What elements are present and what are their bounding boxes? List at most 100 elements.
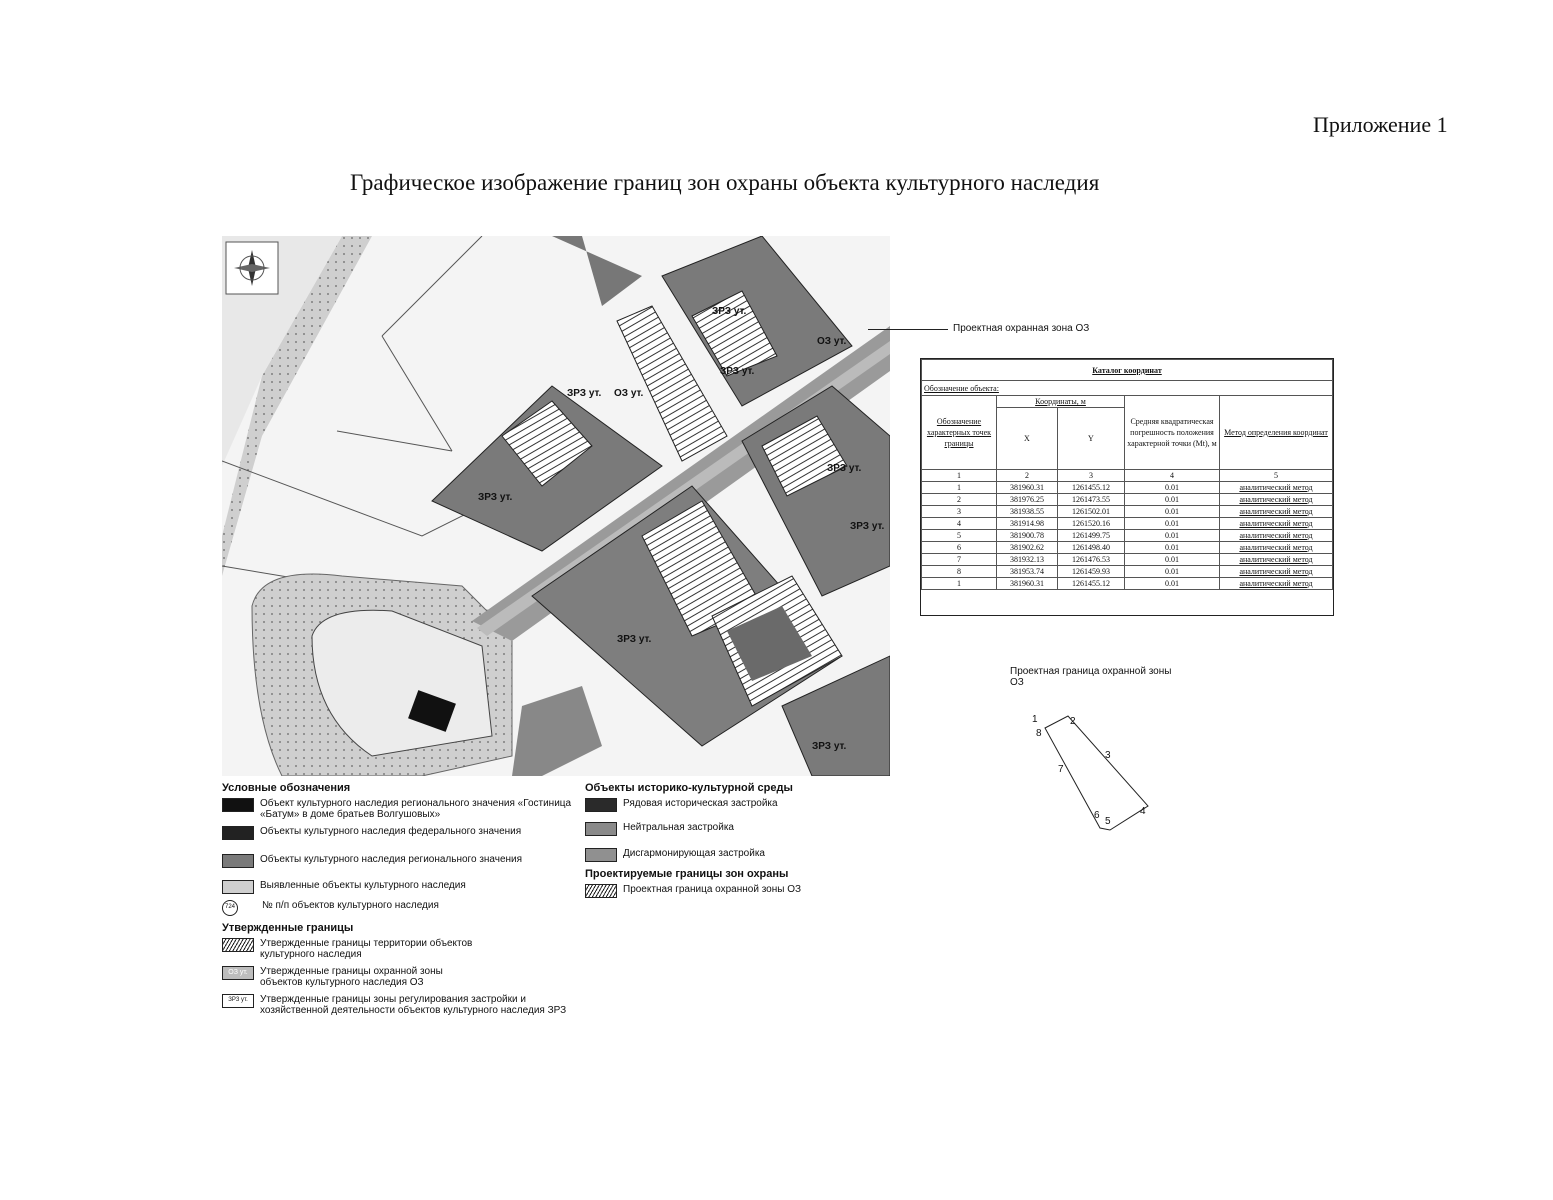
point-label: 1 [1032,714,1038,725]
point-label: 5 [1105,816,1111,827]
catalog-cell-y: 1261499.75 [1056,529,1126,542]
swatch-territory [222,938,254,952]
catalog-cell-x: 381953.74 [996,565,1058,578]
legend-item: Нейтральная застройка [623,822,734,833]
map-label-zrz: ЗРЗ ут. [617,634,652,645]
catalog-cell-n: 4 [921,517,997,530]
catalog-cell-m: аналитический метод [1219,577,1333,590]
map-view[interactable]: ЗРЗ ут. ОЗ ут. ЗРЗ ут. ЗРЗ ут. ОЗ ут. ЗР… [222,236,890,776]
legend-item: Утвержденные границы охранной зоны объек… [260,966,443,988]
col-y-header: Y [1056,407,1126,470]
col-point-header: Обозначение характерных точек границы [921,395,997,470]
catalog-cell-y: 1261473.55 [1056,493,1126,506]
catalog-cell-e: 0.01 [1124,529,1220,542]
catalog-cell-y: 1261476.53 [1056,553,1126,566]
point-label: 7 [1058,764,1064,775]
catalog-table: Каталог координат Обозначение объекта: О… [921,359,1333,590]
map-label-zrz: ЗРЗ ут. [720,366,755,377]
callout-line [868,329,948,330]
col-x-header: X [996,407,1058,470]
mini-boundary-plan: Проектная граница охранной зоны ОЗ 1 7 3… [1010,666,1250,836]
catalog-cell-e: 0.01 [1124,541,1220,554]
catalog-cell-n: 1 [921,577,997,590]
swatch-projected [585,884,617,898]
swatch-oz: ОЗ ут. [222,966,254,980]
catalog-cell-e: 0.01 [1124,505,1220,518]
legend-item: № п/п объектов культурного наследия [262,900,439,911]
mini-plan-caption: Проектная граница охранной зоны ОЗ [1010,666,1172,688]
catalog-cell-x: 381902.62 [996,541,1058,554]
swatch-zrz: ЗРЗ ут. [222,994,254,1008]
col-num: 5 [1219,469,1333,482]
catalog-cell-x: 381914.98 [996,517,1058,530]
map-label-zrz: ЗРЗ ут. [827,463,862,474]
legend-item: Утвержденные границы зоны регулирования … [260,994,567,1016]
swatch-identified [222,880,254,894]
map-label-zrz: ЗРЗ ут. [567,388,602,399]
federal-object [408,690,456,732]
catalog-cell-e: 0.01 [1124,577,1220,590]
legend-item: Объекты культурного наследия федеральног… [260,826,522,837]
swatch-row [585,798,617,812]
col-num: 3 [1056,469,1126,482]
legend-item: Проектная граница охранной зоны ОЗ [623,884,802,895]
catalog-cell-n: 1 [921,481,997,494]
boundary-polygon [1044,715,1149,831]
legend-heading: Условные обозначения [222,782,351,794]
map-label-oz: ОЗ ут. [817,336,847,347]
projected-oz-zone [616,305,728,462]
map-label-zrz: ЗРЗ ут. [478,492,513,503]
legend-heading: Проектируемые границы зон охраны [585,868,789,880]
col-coords-header: Координаты, м [996,395,1125,408]
catalog-cell-e: 0.01 [1124,565,1220,578]
map-label-oz: ОЗ ут. [614,388,644,399]
legend-heading: Объекты историко-культурной среды [585,782,793,794]
col-num: 1 [921,469,997,482]
catalog-title: Каталог координат [921,359,1333,381]
catalog-cell-m: аналитический метод [1219,517,1333,530]
number-circle-icon: 724 [222,900,238,916]
map-canvas [222,236,890,776]
catalog-cell-m: аналитический метод [1219,481,1333,494]
legend-item: Объекты культурного наследия регионально… [260,854,523,865]
catalog-cell-x: 381976.25 [996,493,1058,506]
document-title: Графическое изображение границ зон охран… [350,170,1100,195]
catalog-cell-x: 381938.55 [996,505,1058,518]
catalog-cell-x: 381900.78 [996,529,1058,542]
col-num: 2 [996,469,1058,482]
catalog-cell-x: 381960.31 [996,481,1058,494]
catalog-cell-y: 1261498.40 [1056,541,1126,554]
col-method-header: Метод определения координат [1219,395,1333,470]
map-label-zrz: ЗРЗ ут. [712,306,747,317]
point-label: 2 [1070,716,1076,727]
catalog-cell-n: 2 [921,493,997,506]
catalog-cell-m: аналитический метод [1219,505,1333,518]
catalog-cell-m: аналитический метод [1219,493,1333,506]
swatch-batum [222,798,254,812]
col-error-header: Средняя квадратическая погрешность полож… [1124,395,1220,470]
catalog-cell-e: 0.01 [1124,481,1220,494]
point-label: 4 [1140,806,1146,817]
catalog-cell-y: 1261502.01 [1056,505,1126,518]
col-num: 4 [1124,469,1220,482]
legend-item: Объект культурного наследия региональног… [260,798,572,820]
catalog-object-label: Обозначение объекта: [921,380,1333,396]
catalog-cell-n: 8 [921,565,997,578]
catalog-cell-n: 6 [921,541,997,554]
callout-oz-label: Проектная охранная зона ОЗ [953,323,1090,334]
map-label-zrz: ЗРЗ ут. [850,521,885,532]
catalog-cell-m: аналитический метод [1219,565,1333,578]
catalog-cell-x: 381932.13 [996,553,1058,566]
catalog-cell-e: 0.01 [1124,517,1220,530]
point-label: 8 [1036,728,1042,739]
legend-main: Условные обозначения Объект культурного … [222,780,582,1022]
legend-item: Дисгармонирующая застройка [623,848,765,859]
legend-heading: Утвержденные границы [222,922,354,934]
